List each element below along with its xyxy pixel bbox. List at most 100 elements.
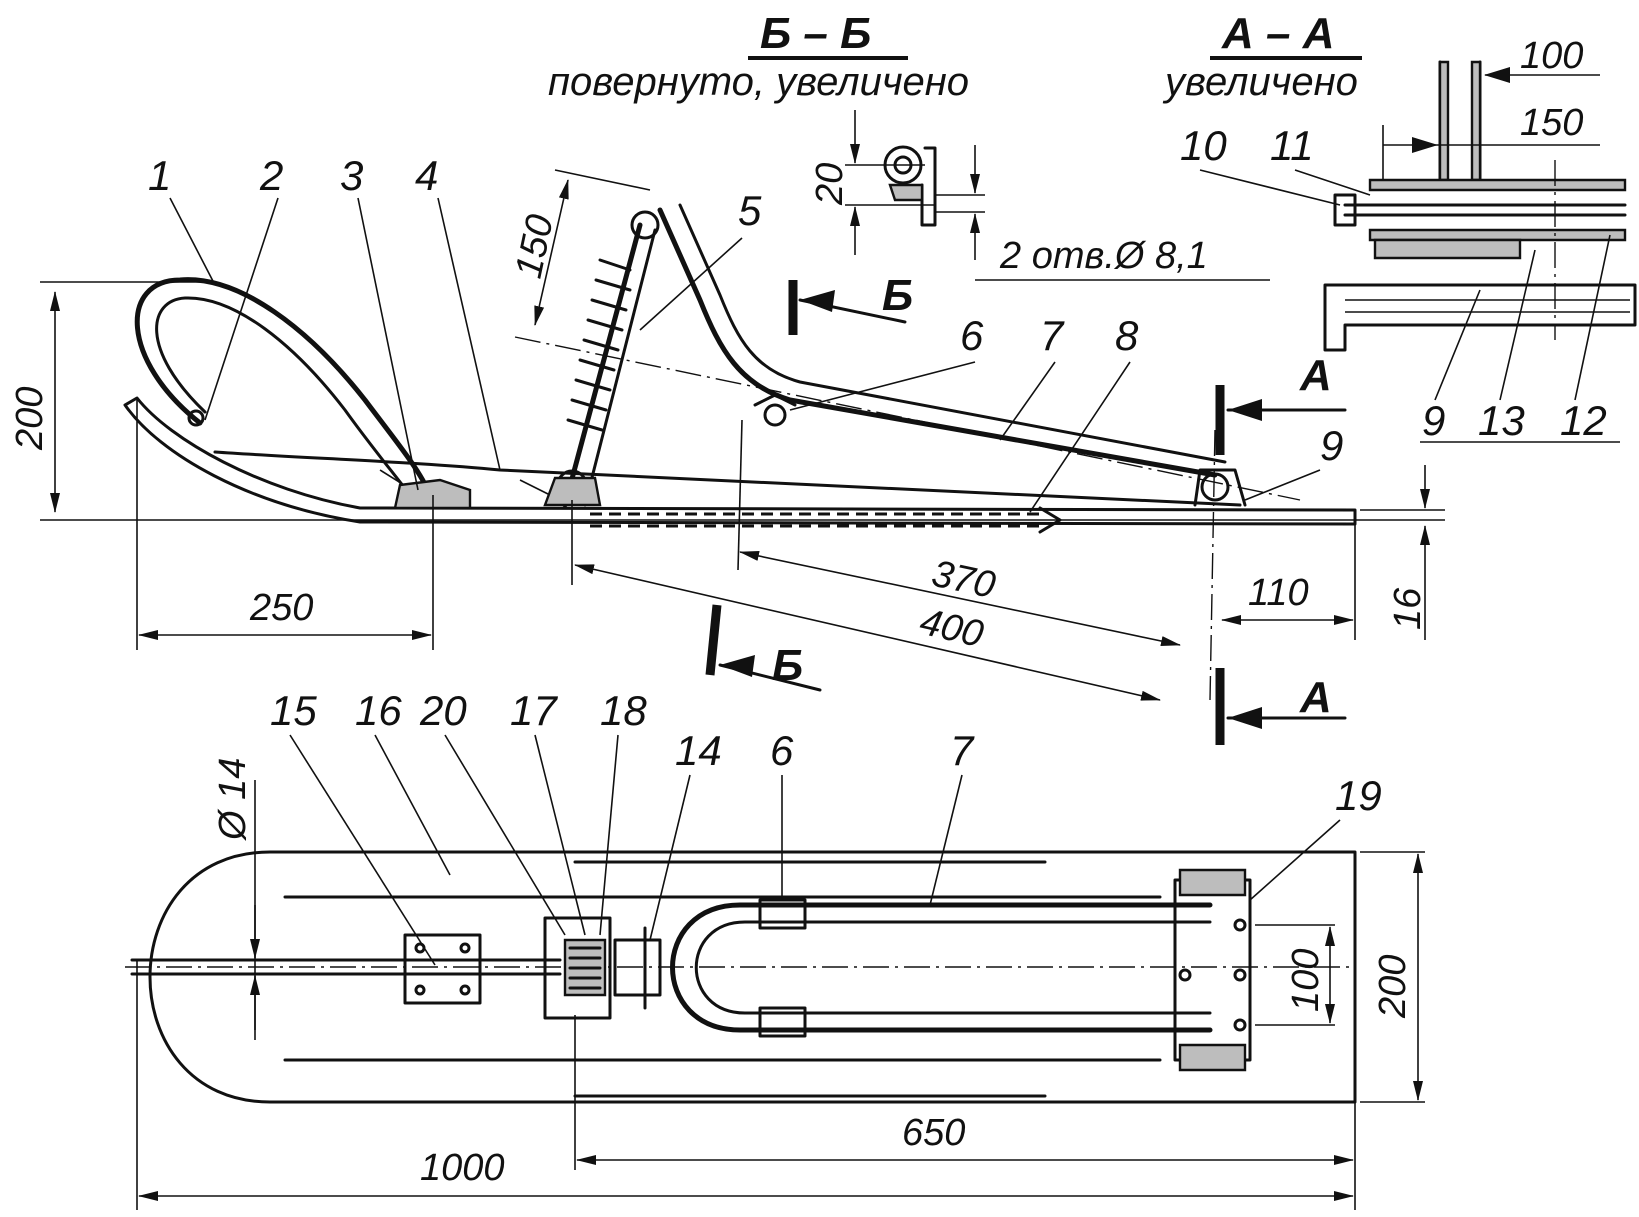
aa-part-13: 13	[1478, 397, 1525, 444]
aa-horizontal-tube-bottom	[1368, 228, 1627, 242]
leader-3	[357, 197, 419, 491]
aa-bolt	[1343, 203, 1627, 217]
plan-leader-17	[534, 734, 586, 936]
bb-weld	[888, 183, 924, 202]
aa-leader-11	[1294, 169, 1371, 196]
plan-u-handle-outer	[670, 902, 1213, 1033]
plan-part-6: 6	[770, 727, 794, 774]
side-part-labels: 1 2 3 4 5 6 7 8 9	[148, 152, 1343, 513]
aa-dim-150-text: 150	[1520, 102, 1583, 144]
strut-base	[543, 476, 602, 507]
aa-dim-100-arrowhead	[1484, 67, 1510, 83]
front-bow-inner	[155, 296, 412, 497]
section-bb-title: Б – Б	[760, 9, 871, 58]
part-label-5: 5	[738, 187, 762, 234]
aa-leader-9	[1434, 289, 1481, 401]
handle-lever-inner	[678, 203, 1227, 464]
plan-hinge-bolt-3	[1233, 1018, 1247, 1032]
plan-rear-hinge-top	[1178, 868, 1247, 897]
plan-bracket	[543, 916, 612, 1020]
aa-part-10: 10	[1180, 122, 1227, 169]
part-label-4: 4	[415, 152, 438, 199]
plan-plate-bolt-2	[459, 942, 471, 954]
aa-ski	[1323, 283, 1637, 352]
strut-rod	[562, 222, 643, 508]
dim-200-text: 200	[9, 387, 51, 451]
plan-view	[125, 850, 1357, 1104]
pivot-6-bracket	[753, 393, 797, 407]
pivot-6	[763, 403, 787, 427]
section-aa-subtitle: увеличено	[1162, 60, 1358, 104]
aa-ski-grain	[1345, 299, 1630, 313]
dim-110-text: 110	[1248, 572, 1309, 614]
aa-horizontal-tube-top	[1368, 178, 1627, 192]
aa-leader-10	[1199, 169, 1341, 206]
plan-rear-hinge-bot	[1178, 1043, 1247, 1072]
plan-hinge-bolt-2	[1233, 968, 1247, 982]
seat-plank	[213, 450, 1242, 507]
section-bb: Б – Б повернуто, увеличено 20 2 отв.Ø 8,…	[548, 9, 1270, 281]
plan-dimensions: Ø 14 100 200 650 1000	[136, 758, 1425, 1210]
plan-dim-650-text: 650	[902, 1112, 965, 1154]
plan-leader-7	[929, 774, 963, 906]
aa-vertical-tube-wall-l	[1438, 60, 1450, 182]
plan-dim-14-text: Ø 14	[212, 758, 254, 842]
front-bow	[134, 277, 433, 498]
plan-dim-100-text: 100	[1285, 949, 1327, 1012]
plan-leader-16	[374, 734, 451, 876]
aa-leader-12	[1574, 234, 1611, 401]
spring-coils	[566, 258, 632, 432]
bb-note: 2 отв.Ø 8,1	[999, 235, 1208, 277]
plan-hinge-bolt-1	[1233, 918, 1247, 932]
plan-part-7: 7	[950, 727, 975, 774]
cut-b-upper-letter: Б	[882, 271, 913, 320]
part-label-3: 3	[340, 152, 363, 199]
aa-part-9: 9	[1422, 397, 1445, 444]
dim-150-text: 150	[508, 211, 562, 282]
side-axis-long	[514, 336, 1301, 501]
cut-a-upper-arrowhead	[1228, 399, 1262, 421]
bb-hole-ext	[935, 194, 985, 213]
aa-dim-100-text: 100	[1520, 35, 1583, 77]
dim-150-ext-top	[554, 169, 651, 191]
bow-foot-weld	[393, 478, 472, 510]
part-label-7: 7	[1040, 312, 1065, 359]
rear-hinge	[1200, 472, 1230, 502]
aa-bushing	[1373, 238, 1522, 260]
plan-part-17: 17	[510, 687, 558, 734]
aa-nut	[1333, 193, 1357, 227]
part-label-2: 2	[259, 152, 283, 199]
dim-370-ext-left	[737, 419, 743, 571]
plan-dim-1000-text: 1000	[420, 1147, 505, 1189]
bb-bracket	[920, 146, 937, 227]
plan-part-14: 14	[675, 727, 722, 774]
leader-5	[639, 237, 743, 331]
plan-leader-14	[649, 774, 691, 941]
plan-clevis	[613, 938, 662, 997]
plan-plate-bolt-4	[459, 984, 471, 996]
plan-hinge-bolt-4	[1178, 968, 1192, 982]
plan-center-rod	[130, 958, 562, 976]
plan-ski-outline	[148, 850, 1357, 1104]
leader-9	[1244, 469, 1321, 501]
dim-400-line	[574, 564, 1161, 701]
cut-b-lower-letter: Б	[772, 641, 803, 690]
cut-b-lower	[705, 604, 722, 676]
part-label-8: 8	[1115, 312, 1139, 359]
dim-250-text: 250	[249, 587, 313, 629]
plan-part-15: 15	[270, 687, 317, 734]
plan-part-20: 20	[419, 687, 467, 734]
side-dimensions: 200 250 150 370 400 110 16	[9, 169, 1445, 701]
section-aa-title: А – А	[1221, 9, 1334, 58]
plan-dim-200-text: 200	[1372, 955, 1414, 1019]
plan-u-handle-inner	[694, 920, 1212, 1015]
leader-7	[999, 361, 1056, 441]
plan-pivot-6-bot	[758, 1006, 807, 1038]
cut-b-upper-arrowhead	[800, 290, 835, 312]
plan-leader-20	[444, 734, 566, 936]
plan-part-19: 19	[1335, 772, 1382, 819]
section-aa: А – А увеличено 100 150 10 11 9 13	[1162, 9, 1637, 444]
dim-370-text: 370	[928, 553, 999, 607]
plan-leader-18	[599, 734, 619, 936]
aa-part-12: 12	[1560, 397, 1607, 444]
